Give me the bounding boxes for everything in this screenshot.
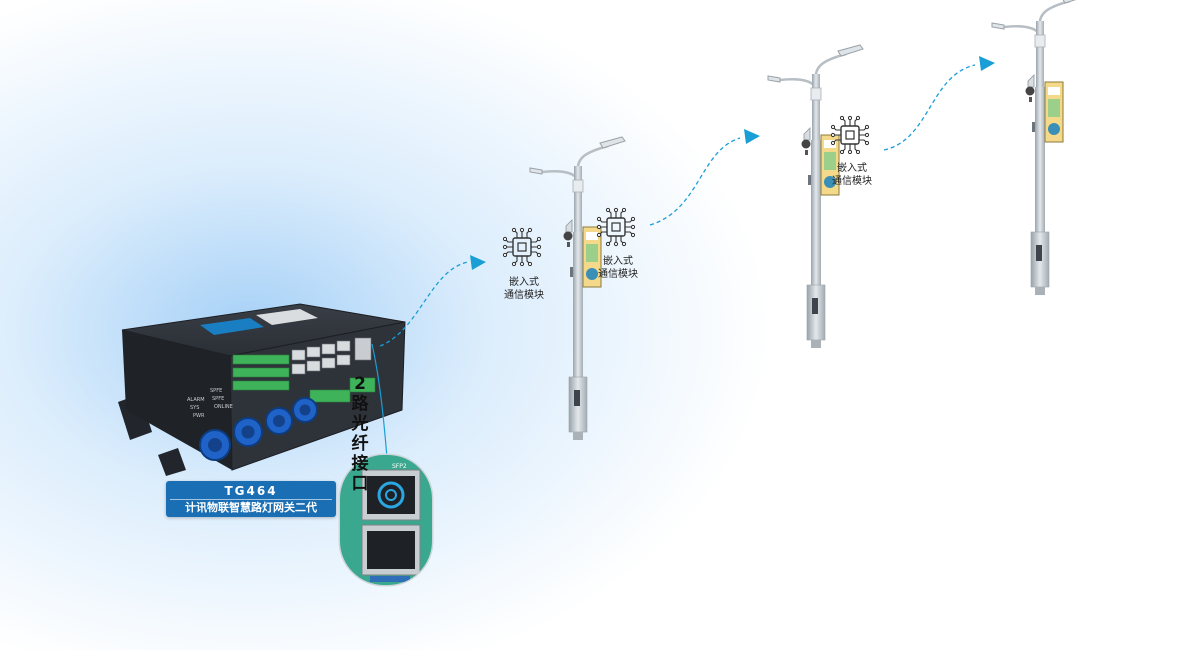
led-label-spfe-1: SPFE xyxy=(210,388,222,394)
gateway-subtitle: 计讯物联智慧路灯网关二代 xyxy=(170,499,332,515)
module-label-3-line2: 通信模块 xyxy=(832,176,872,187)
chip-icon-1 xyxy=(502,227,542,267)
led-label-alarm: ALARM xyxy=(187,397,205,403)
gateway-device: ALARM SYS PWR SPFE SPFE ONLINE xyxy=(118,303,406,476)
module-label-1-line1: 嵌入式 xyxy=(509,277,539,288)
gateway-label: TG464 计讯物联智慧路灯网关二代 xyxy=(166,481,336,517)
module-label-3-line1: 嵌入式 xyxy=(837,163,867,174)
link-pole2-to-pole3 xyxy=(883,64,976,151)
arrow-head-3 xyxy=(979,56,995,71)
sfp-port-tag: SFP2 xyxy=(392,463,407,470)
module-label-2-line1: 嵌入式 xyxy=(603,256,633,267)
link-pole1-to-pole2 xyxy=(649,137,741,226)
link-gateway-to-pole1 xyxy=(379,261,469,347)
aviation-connectors xyxy=(199,397,318,461)
chip-icon-2 xyxy=(596,207,636,247)
module-label-1: 嵌入式 通信模块 xyxy=(489,276,559,302)
arrow-head-1 xyxy=(470,255,486,270)
led-label-pwr: PWR xyxy=(193,413,205,419)
street-pole-3 xyxy=(990,0,1089,297)
arrow-head-2 xyxy=(744,129,760,144)
module-label-3: 嵌入式 通信模块 xyxy=(817,162,887,188)
module-label-2-line2: 通信模块 xyxy=(598,269,638,280)
module-label-2: 嵌入式 通信模块 xyxy=(583,255,653,281)
street-pole-2 xyxy=(766,43,865,350)
led-label-sys: SYS xyxy=(190,405,199,411)
module-label-1-line2: 通信模块 xyxy=(504,290,544,301)
led-label-online: ONLINE xyxy=(214,404,233,410)
led-label-spfe-2: SPFE xyxy=(212,396,224,402)
sfp-zoom-callout: SFP2 xyxy=(338,453,434,587)
gateway-model: TG464 xyxy=(224,484,278,498)
fiber-interface-label: 2路光纤接口 xyxy=(351,374,369,494)
